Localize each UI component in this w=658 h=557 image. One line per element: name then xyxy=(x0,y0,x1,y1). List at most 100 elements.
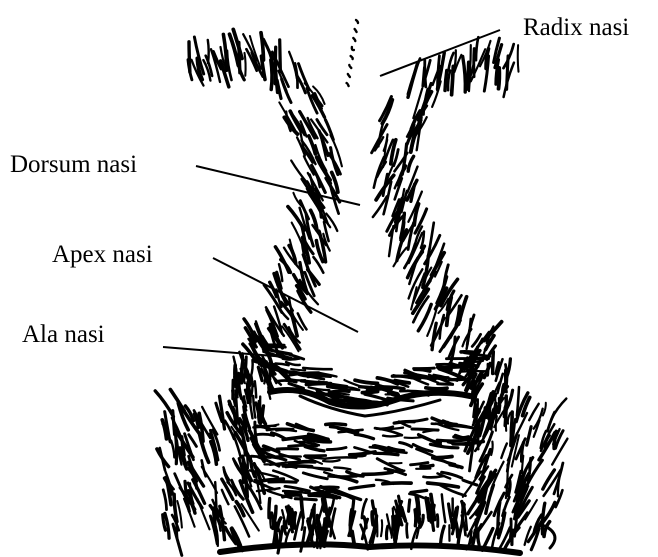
ink-stroke xyxy=(294,513,295,528)
nose-sketch-illustration xyxy=(155,20,567,555)
ink-stroke xyxy=(442,494,446,522)
ink-stroke xyxy=(455,519,458,537)
ink-stroke xyxy=(355,434,373,438)
ink-stroke xyxy=(303,473,327,479)
ink-stroke xyxy=(505,370,506,392)
ink-stroke xyxy=(255,381,256,397)
ink-stroke xyxy=(275,526,276,545)
ink-stroke xyxy=(349,65,351,68)
ink-stroke xyxy=(452,66,454,94)
nose-left-side-hatching xyxy=(254,83,342,356)
ink-stroke xyxy=(351,56,353,59)
ink-stroke xyxy=(527,427,531,446)
ink-stroke xyxy=(409,500,410,511)
ink-stroke xyxy=(171,441,174,458)
ink-stroke xyxy=(501,443,507,458)
ink-stroke xyxy=(270,368,271,379)
ink-stroke xyxy=(177,501,182,528)
ink-stroke xyxy=(423,68,425,87)
ink-stroke xyxy=(352,47,354,50)
ink-stroke xyxy=(493,352,494,374)
ink-stroke xyxy=(350,485,374,488)
label-ala-nasi: Ala nasi xyxy=(22,321,105,348)
nose-right-side-hatching xyxy=(372,97,474,365)
label-radix-nasi: Radix nasi xyxy=(523,14,629,41)
ink-stroke xyxy=(400,443,412,447)
ink-stroke xyxy=(355,447,371,452)
ink-stroke xyxy=(437,515,438,527)
ink-stroke xyxy=(308,376,330,377)
ink-stroke xyxy=(551,399,566,420)
ink-stroke xyxy=(389,470,402,471)
ink-stroke xyxy=(395,381,409,383)
brow-hatching xyxy=(188,29,519,120)
ink-stroke xyxy=(437,440,468,441)
ink-stroke xyxy=(326,424,346,425)
ink-stroke xyxy=(189,435,197,447)
ink-stroke xyxy=(499,68,500,89)
ink-stroke xyxy=(392,516,393,538)
ink-stroke xyxy=(362,392,377,393)
ink-stroke xyxy=(478,425,479,440)
leader-apex-nasi xyxy=(213,258,358,332)
ink-stroke xyxy=(529,404,539,420)
ink-stroke xyxy=(518,45,519,71)
ink-stroke xyxy=(235,366,236,387)
ink-stroke xyxy=(411,463,428,465)
midline-dots xyxy=(347,20,358,86)
ink-stroke xyxy=(269,482,296,483)
ink-stroke xyxy=(283,495,301,497)
ink-stroke xyxy=(512,530,513,544)
ink-stroke xyxy=(220,544,520,553)
ink-stroke xyxy=(279,528,281,541)
ink-stroke xyxy=(250,403,252,418)
ink-stroke xyxy=(175,431,176,464)
ink-stroke xyxy=(370,447,392,448)
ink-stroke xyxy=(214,512,215,530)
ink-stroke xyxy=(303,368,331,369)
ink-stroke xyxy=(334,467,350,469)
ink-stroke xyxy=(327,448,346,450)
ink-stroke xyxy=(276,364,289,366)
ink-stroke xyxy=(426,388,447,389)
ink-stroke xyxy=(408,62,418,97)
ink-stroke xyxy=(363,472,392,474)
ink-stroke xyxy=(476,37,478,60)
ink-stroke xyxy=(454,437,468,438)
ink-stroke xyxy=(227,51,232,80)
ink-stroke xyxy=(428,483,459,487)
ink-stroke xyxy=(355,380,378,383)
ink-stroke xyxy=(424,476,443,477)
ink-stroke xyxy=(286,466,312,467)
ink-stroke xyxy=(353,38,355,41)
ink-stroke xyxy=(289,445,317,446)
ink-stroke xyxy=(272,513,274,525)
ink-stroke xyxy=(262,406,264,422)
ink-stroke xyxy=(325,457,356,458)
ink-stroke xyxy=(411,490,427,492)
ink-stroke xyxy=(381,520,382,536)
ink-stroke xyxy=(202,467,217,493)
ink-stroke xyxy=(322,519,325,541)
ink-stroke xyxy=(394,422,414,424)
ink-stroke xyxy=(383,483,411,484)
ink-stroke xyxy=(441,526,445,543)
ink-stroke xyxy=(298,313,307,329)
ink-stroke xyxy=(383,387,404,389)
ink-stroke xyxy=(478,529,479,545)
ink-stroke xyxy=(407,524,408,538)
ink-stroke xyxy=(543,470,555,489)
ink-stroke xyxy=(448,71,450,91)
ink-stroke xyxy=(163,490,166,510)
ink-stroke xyxy=(295,499,316,500)
ink-stroke xyxy=(418,435,440,443)
ink-stroke xyxy=(411,184,415,201)
ink-stroke xyxy=(257,434,274,435)
ink-stroke xyxy=(292,509,293,521)
ink-stroke xyxy=(508,413,510,424)
ink-stroke xyxy=(347,83,349,86)
ink-stroke xyxy=(421,465,433,466)
ink-stroke xyxy=(253,396,255,418)
ink-stroke xyxy=(415,510,416,521)
